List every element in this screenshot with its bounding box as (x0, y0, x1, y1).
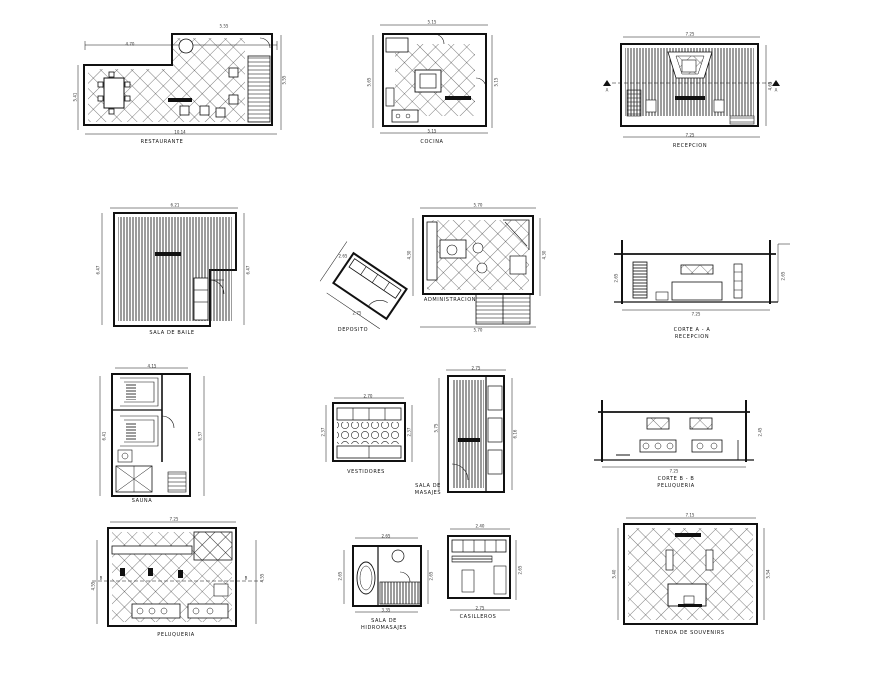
subtitle-corte-b: PELUQUERIA (657, 483, 695, 489)
plan-administracion (412, 207, 541, 328)
dim-sala-baile-right: 6.47 (245, 265, 251, 275)
dim-restaurante-top: 5.55 (219, 23, 229, 29)
dim-souvenir-top: 7.15 (685, 512, 695, 518)
title-corte-a: CORTE A - A (673, 327, 711, 333)
dim-casilleros-top: 2.40 (475, 523, 485, 529)
cut-mark-a-right: A (774, 87, 778, 93)
title-hidromasajes: SALA DE (371, 618, 397, 624)
section-corte-a (614, 240, 790, 311)
dim-recepcion-right: 4.65 (767, 81, 773, 91)
dim-sala-masajes-left: 5.75 (433, 423, 439, 433)
cut-mark-b-left: B (99, 575, 103, 581)
title-casilleros: CASILLEROS (459, 614, 497, 620)
title-sala-masajes: SALA DE (415, 483, 441, 489)
dim-corte-b-right: 2.45 (757, 427, 763, 437)
section-corte-b (594, 400, 754, 468)
dim-vestidores-top: 2.70 (363, 393, 373, 399)
title-peluqueria: PELUQUERIA (157, 632, 195, 638)
dim-vestidores-right: 2.37 (406, 427, 412, 437)
dim-souvenir-right: 5.54 (765, 569, 771, 579)
dim-restaurante-bottom: 10.14 (174, 129, 186, 135)
cut-mark-a-left: A (605, 87, 609, 93)
dim-sala-baile-left: 6.47 (95, 265, 101, 275)
dim-casilleros-bottom: 2.75 (475, 605, 485, 611)
dim-administracion-bottom: 5.70 (473, 327, 483, 333)
subtitle-corte-a: RECEPCION (674, 334, 710, 340)
dim-hidromasajes-bottom: 3.35 (381, 607, 391, 613)
title-cocina: COCINA (420, 139, 444, 145)
dim-restaurante-right: 5.55 (281, 75, 287, 85)
dim-hidromasajes-left: 2.65 (337, 571, 343, 581)
dim-deposito-a: 2.65 (338, 253, 348, 259)
title-sala-baile: SALA DE BAILE (149, 330, 195, 336)
plan-casilleros (447, 528, 517, 611)
title-vestidores: VESTIDORES (347, 469, 385, 475)
dim-corte-a-left: 2.65 (613, 273, 619, 283)
dim-sala-masajes-top: 2.75 (471, 365, 481, 371)
dim-administracion-left: 4.30 (406, 250, 412, 260)
plan-sala-masajes (438, 369, 513, 493)
dim-recepcion-top: 7.25 (685, 31, 695, 37)
dim-corte-a-right: 2.65 (780, 271, 786, 281)
dim-peluqueria-right: 4.55 (259, 573, 265, 583)
dim-recepcion-bottom: 7.25 (685, 132, 695, 138)
dim-vestidores-left: 2.37 (320, 427, 326, 437)
dim-restaurante-top2: 4.70 (125, 41, 135, 47)
dim-administracion-top: 5.70 (473, 202, 483, 208)
dim-sauna-left: 6.41 (101, 431, 107, 441)
dim-peluqueria-left: 4.55 (90, 581, 96, 591)
plan-recepcion (603, 36, 780, 138)
plan-sala-baile (101, 207, 245, 327)
dim-administracion-right: 4.30 (541, 250, 547, 260)
plan-vestidores (325, 397, 413, 462)
dim-cocina-top: 5.15 (427, 19, 437, 25)
title-recepcion: RECEPCION (672, 143, 708, 149)
dim-sala-baile-top: 6.21 (170, 202, 180, 208)
dim-corte-a-bottom: 7.25 (691, 311, 701, 317)
dim-sauna-right: 6.37 (197, 431, 203, 441)
plan-restaurante (77, 33, 282, 135)
dim-hidromasajes-top: 2.65 (381, 533, 391, 539)
plan-deposito (319, 241, 408, 329)
title-restaurante: RESTAURANTE (140, 139, 184, 145)
title2-sala-masajes: MASAJES (414, 490, 442, 496)
plan-cocina (372, 24, 493, 134)
dim-peluqueria-top: 7.25 (169, 516, 179, 522)
dim-souvenir-left: 5.40 (611, 569, 617, 579)
title-corte-b: CORTE B - B (657, 476, 695, 482)
dim-casilleros-right: 2.65 (517, 565, 523, 575)
dim-hidromasajes-right: 2.65 (428, 571, 434, 581)
cut-mark-b-right: B (244, 575, 248, 581)
title2-hidromasajes: HIDROMASAJES (361, 625, 407, 631)
title-administracion: ADMINISTRACION (423, 297, 477, 303)
dim-restaurante-left: 5.41 (72, 92, 78, 102)
dim-sauna-top: 4.15 (147, 363, 157, 369)
dim-deposito-b: 2.75 (352, 310, 362, 316)
plan-peluqueria (92, 521, 262, 627)
title-souvenir: TIENDA DE SOUVENIRS (655, 630, 725, 636)
dim-cocina-right: 5.15 (493, 77, 499, 87)
dim-sala-masajes-right: 6.16 (512, 429, 518, 439)
title-sauna: SAUNA (131, 498, 153, 504)
plan-sauna (99, 367, 205, 497)
dim-corte-b-bottom: 7.25 (669, 468, 679, 474)
dim-cocina-bottom: 5.15 (427, 128, 437, 134)
plan-hidromasajes (343, 537, 429, 613)
plan-souvenir (617, 517, 765, 625)
title-deposito: DEPOSITO (337, 327, 369, 333)
dim-cocina-left: 5.65 (366, 77, 372, 87)
